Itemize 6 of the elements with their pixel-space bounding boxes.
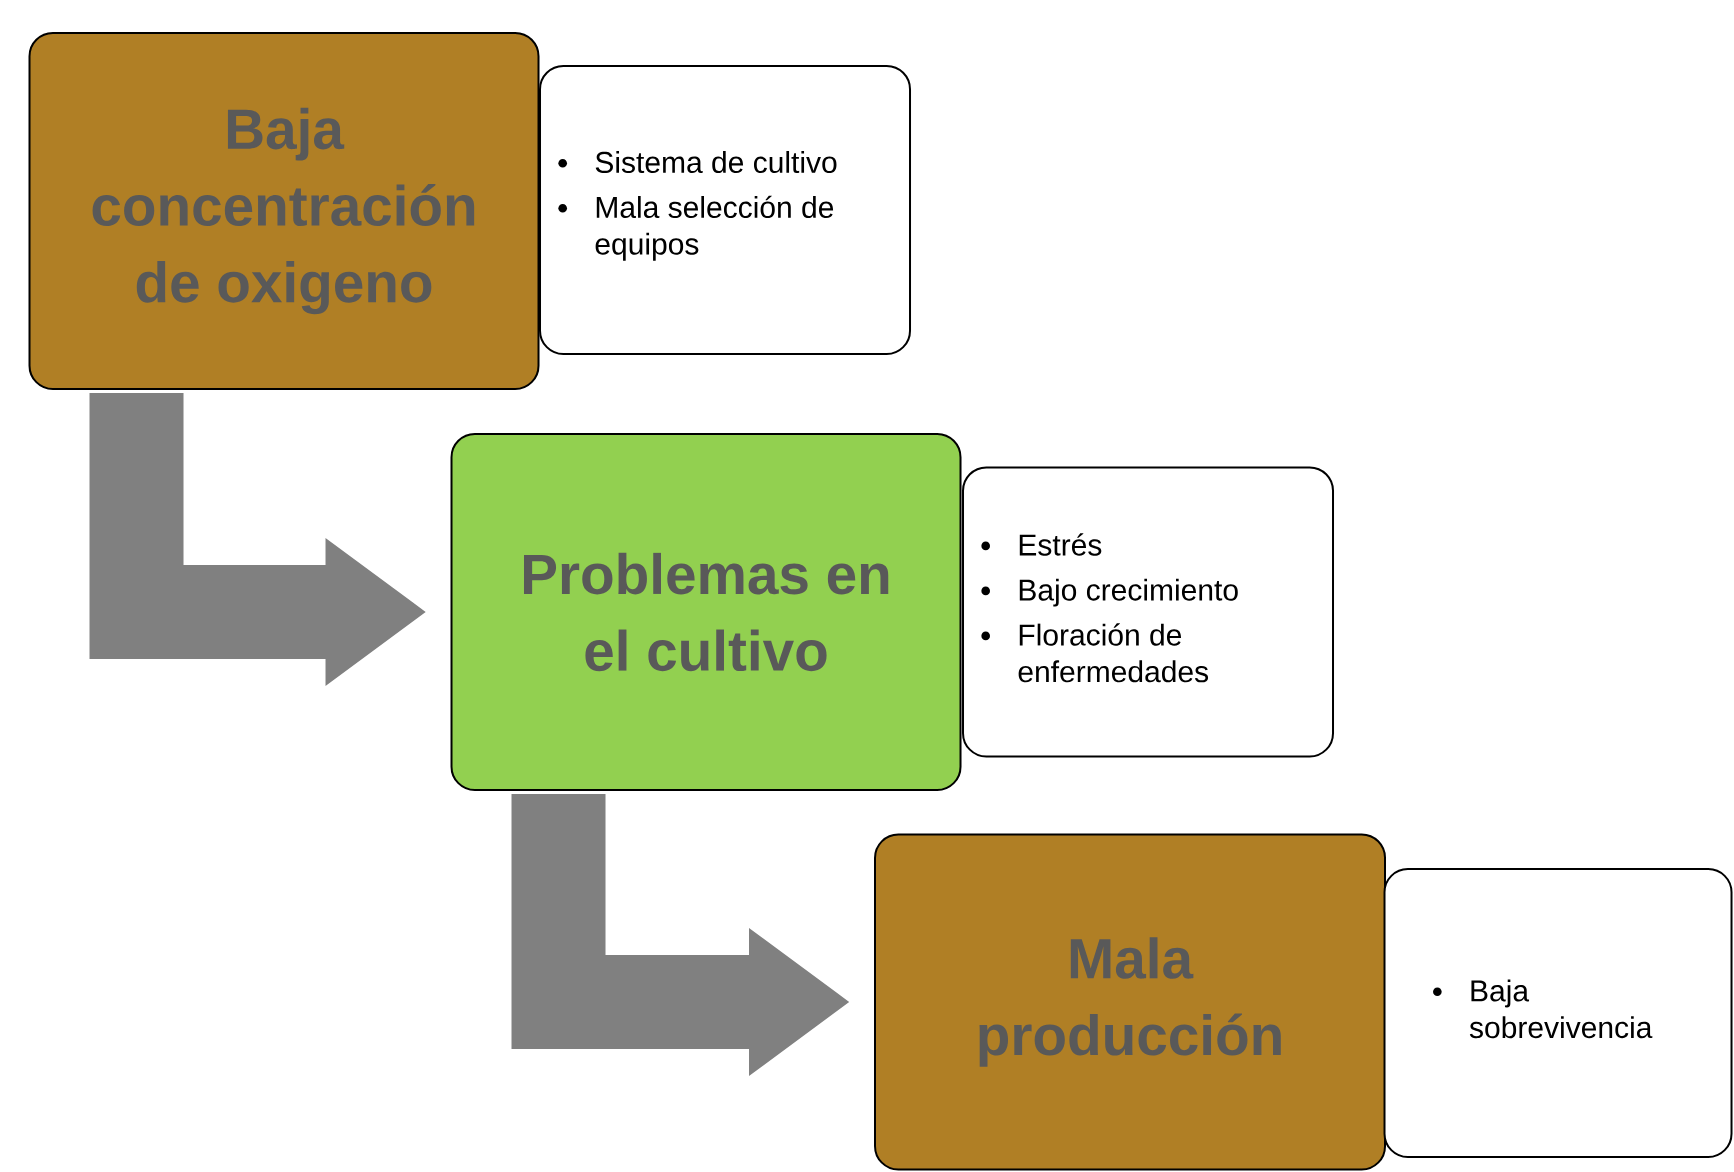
- bullet-list-box: Sistema de cultivo Mala selección de equipos: [539, 65, 911, 355]
- bullet-list-box: Baja sobrevivencia: [1383, 868, 1733, 1158]
- heading-box: Problemas en el cultivo: [450, 433, 962, 791]
- bullet-list-box: Estrés Bajo crecimiento Floración de enfermedades: [962, 466, 1334, 758]
- heading-box: Baja concentración de oxigeno: [28, 32, 540, 390]
- heading-box: Mala producción: [874, 833, 1386, 1171]
